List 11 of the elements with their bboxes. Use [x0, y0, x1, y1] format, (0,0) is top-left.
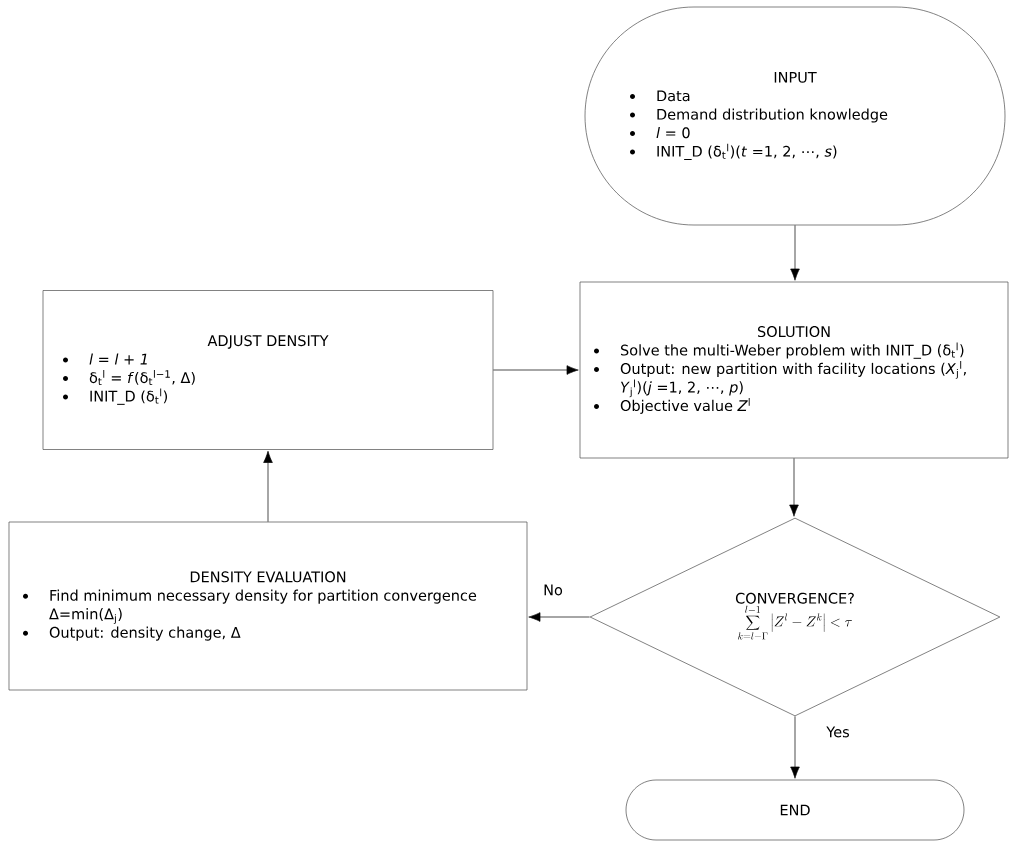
process-box: SOLUTION Solve the multi-Weber problem with INIT_D (δ$_{t}$$^{l}$) Output: new partition with facility locations (X$_{j}$$^{l}$, Y$_{j}$$^{l}$)(j =1, 2, ⋯, p) Objective value Z$^{l}$: [579, 281, 1009, 459]
arrow: [263, 450, 273, 522]
arrow: [528, 612, 590, 622]
arrow: [790, 716, 800, 779]
arrow: [789, 458, 799, 517]
process-box: ADJUST DENSITY l = l + 1 δ$_{t}$$^{l}$ = f(δ$_{t}$$^{l−1}$, Δ) INIT_D (δ$_{t}$$^{l}$): [42, 290, 494, 450]
edge-label: No: [542, 583, 564, 597]
process-box: DENSITY EVALUATION Find minimum necessary density for partition convergence Δ=min(Δ$_{j}$) Output: density change, Δ: [8, 521, 528, 691]
arrow: [790, 225, 800, 281]
edge-label: Yes: [825, 725, 851, 739]
arrow: [493, 365, 579, 375]
